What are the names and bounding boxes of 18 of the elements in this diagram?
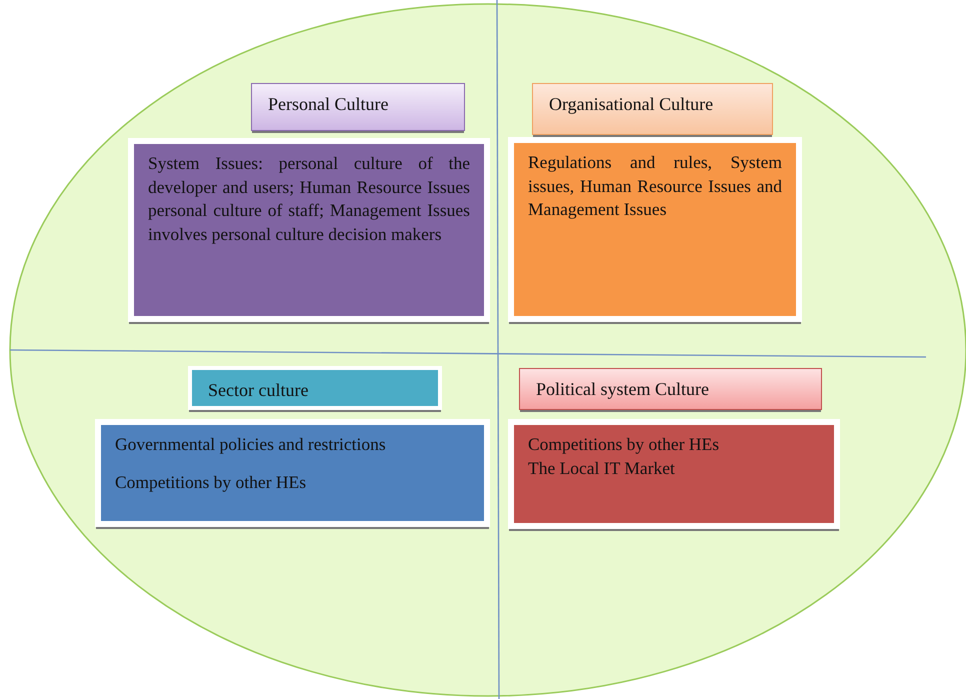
box-title: Organisational Culture [549, 94, 714, 115]
title-box [251, 83, 465, 131]
content-box [508, 419, 840, 529]
box-text: Competitions by other HEs [528, 433, 720, 456]
box-text: System Issues: personal culture of the developer and users; Human Resource Issues personal culture of staff; Management Issues involves personal culture decision makers [148, 152, 470, 246]
content-box [508, 137, 802, 322]
box-title: Sector culture [208, 380, 308, 401]
content-box [95, 419, 490, 527]
box-text: Competitions by other HEs [115, 470, 308, 494]
content-box [128, 138, 490, 322]
title-box [519, 368, 822, 410]
box-text: Regulations and rules, System issues, Human Resource Issues and Management Issues [528, 151, 782, 222]
box-title: Personal Culture [268, 94, 388, 115]
title-box [188, 366, 442, 410]
title-box [532, 83, 773, 135]
box-title: Political system Culture [536, 379, 709, 400]
box-text: Governmental policies and restrictions [115, 433, 387, 456]
box-text: The Local IT Market [528, 456, 676, 480]
